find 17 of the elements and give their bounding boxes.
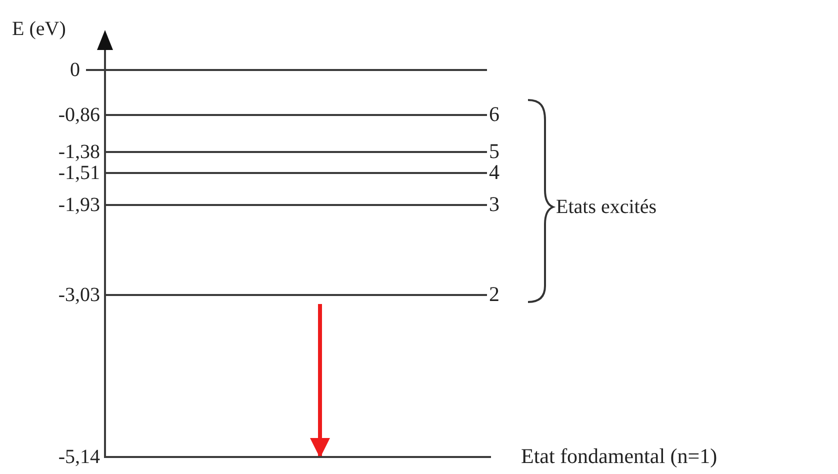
tick-label: 0 (70, 59, 80, 81)
tick-label: -1,51 (58, 162, 100, 184)
level-number: 6 (489, 102, 500, 126)
level-number: 4 (489, 160, 500, 184)
tick-label: -3,03 (58, 284, 100, 306)
level-number: 3 (489, 192, 500, 216)
tick-label: -1,38 (58, 141, 100, 163)
tick-label: -0,86 (58, 104, 100, 126)
level-number: 5 (489, 139, 500, 163)
energy-level-line (86, 69, 487, 71)
transition-arrow (310, 304, 330, 458)
tick-label: -1,93 (58, 194, 100, 216)
tick-label: -5,14 (58, 446, 100, 468)
axis-label: E (eV) (12, 18, 66, 40)
level-number: 2 (489, 282, 500, 306)
level-label: Etat fondamental (n=1) (521, 444, 718, 468)
brace-label: Etats excités (556, 196, 657, 218)
